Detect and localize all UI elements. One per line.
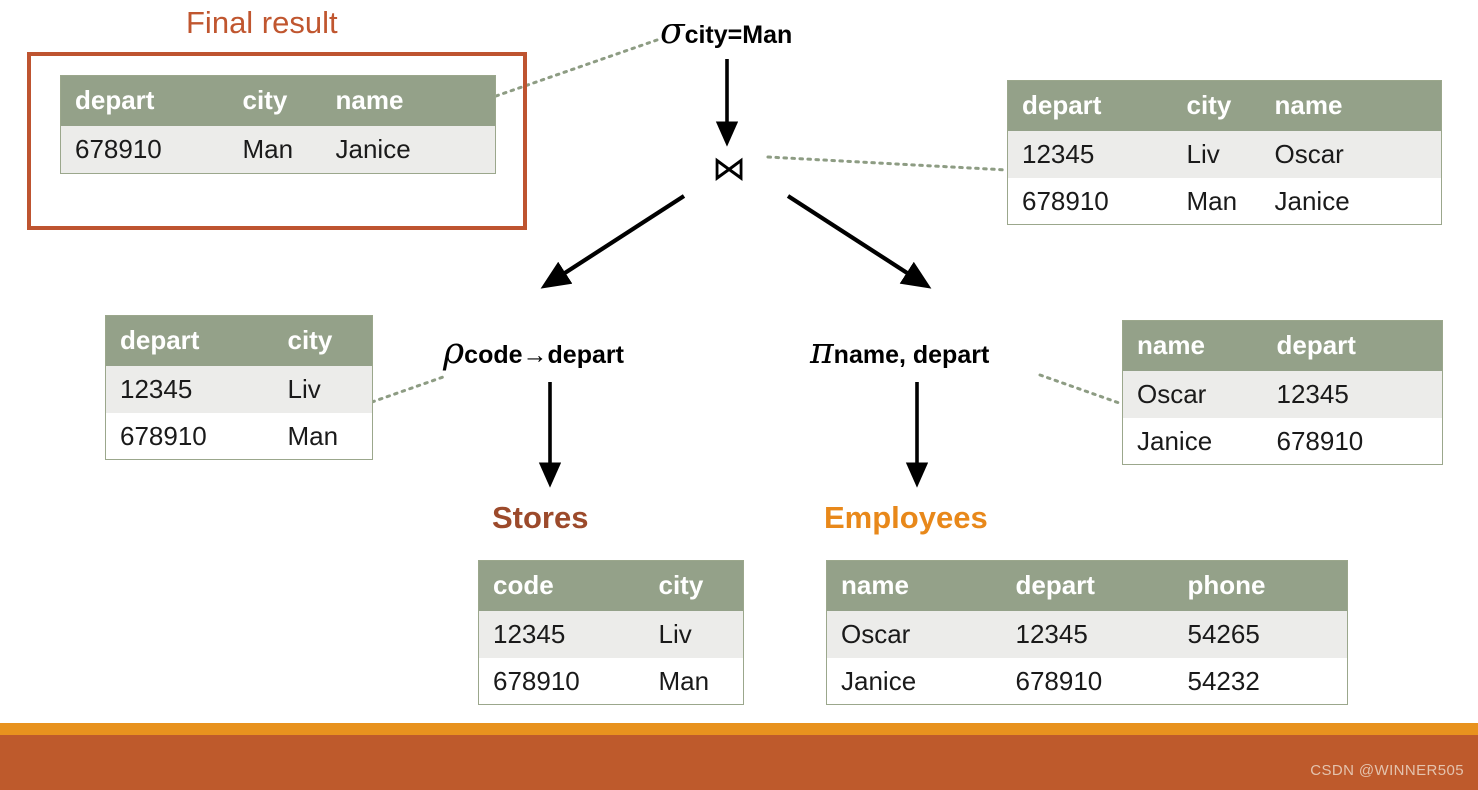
table-row: Janice 678910 54232 <box>826 657 1348 705</box>
cell-city: Man <box>273 412 373 460</box>
table-row: 678910 Man <box>105 412 373 460</box>
cell-name: Oscar <box>1122 370 1263 418</box>
cell-city: Man <box>644 657 744 705</box>
cell-city: Man <box>1172 177 1261 225</box>
operator-project: πname, depart <box>810 334 989 370</box>
table-row: 678910 Man Janice <box>60 125 496 174</box>
column-header-code: code <box>478 560 645 611</box>
cell-city: Liv <box>644 610 744 658</box>
column-header-depart: depart <box>1001 560 1174 611</box>
table-header-row: name depart <box>1122 320 1443 371</box>
table-header-row: depart city <box>105 315 373 366</box>
operator-rename-subscript: code→depart <box>464 341 624 369</box>
employees-title: Employees <box>824 500 988 535</box>
table-stores: code city 12345 Liv 678910 Man <box>478 560 744 706</box>
cell-name: Janice <box>321 125 496 174</box>
cell-city: Liv <box>1172 130 1261 178</box>
cell-name: Janice <box>1260 177 1442 225</box>
operator-select-subscript: city=Man <box>684 21 793 49</box>
cell-depart: 12345 <box>1007 130 1173 178</box>
cell-name: Janice <box>826 657 1002 705</box>
table-row: Janice 678910 <box>1122 417 1443 465</box>
cell-depart: 12345 <box>105 365 274 413</box>
operator-rename: ρcode→depart <box>443 334 624 370</box>
cell-city: Liv <box>273 365 373 413</box>
column-header-depart: depart <box>105 315 274 366</box>
column-header-name: name <box>1260 80 1442 131</box>
leader-project-to-projected-table <box>1038 373 1124 406</box>
stores-title: Stores <box>492 500 589 535</box>
cell-depart: 678910 <box>1262 417 1443 465</box>
table-row: 678910 Man <box>478 657 744 705</box>
table-row: Oscar 12345 54265 <box>826 610 1348 658</box>
table-projected-employees: name depart Oscar 12345 Janice 678910 <box>1122 320 1443 466</box>
table-row: 678910 Man Janice <box>1007 177 1442 225</box>
operator-join: ⋈ <box>712 152 746 186</box>
footer-orange-stripe <box>0 723 1478 735</box>
table-renamed-stores: depart city 12345 Liv 678910 Man <box>105 315 373 461</box>
operator-select: σcity=Man <box>660 14 792 50</box>
final-result-title: Final result <box>186 5 338 40</box>
cell-code: 12345 <box>478 610 645 658</box>
table-joined-result: depart city name 12345 Liv Oscar 678910 … <box>1007 80 1442 226</box>
column-header-city: city <box>1172 80 1261 131</box>
bowtie-icon: ⋈ <box>712 149 746 189</box>
table-header-row: name depart phone <box>826 560 1348 611</box>
leader-join-to-joined-table <box>766 155 1009 172</box>
cell-depart: 12345 <box>1001 610 1174 658</box>
column-header-phone: phone <box>1173 560 1348 611</box>
arrow-join-to-rename <box>540 194 686 289</box>
column-header-city: city <box>644 560 744 611</box>
cell-code: 678910 <box>478 657 645 705</box>
cell-depart: 678910 <box>1001 657 1174 705</box>
sigma-icon: σ <box>660 11 685 52</box>
pi-icon: π <box>810 331 834 372</box>
cell-depart: 678910 <box>60 125 229 174</box>
cell-depart: 678910 <box>1007 177 1173 225</box>
leader-rename-to-renamed-table <box>370 374 448 404</box>
watermark-text: CSDN @WINNER505 <box>1310 762 1464 779</box>
column-header-name: name <box>1122 320 1263 371</box>
final-result-highlight-box <box>27 52 527 230</box>
column-header-depart: depart <box>1007 80 1173 131</box>
cell-phone: 54265 <box>1173 610 1348 658</box>
table-row: Oscar 12345 <box>1122 370 1443 418</box>
column-header-depart: depart <box>60 75 229 126</box>
column-header-city: city <box>273 315 373 366</box>
table-header-row: depart city name <box>60 75 496 126</box>
table-row: 12345 Liv <box>105 365 373 413</box>
operator-project-subscript: name, depart <box>833 341 990 369</box>
cell-phone: 54232 <box>1173 657 1348 705</box>
table-header-row: code city <box>478 560 744 611</box>
cell-name: Oscar <box>826 610 1002 658</box>
table-employees: name depart phone Oscar 12345 54265 Jani… <box>826 560 1348 706</box>
cell-name: Janice <box>1122 417 1263 465</box>
cell-depart: 678910 <box>105 412 274 460</box>
cell-name: Oscar <box>1260 130 1442 178</box>
column-header-depart: depart <box>1262 320 1443 371</box>
table-row: 12345 Liv Oscar <box>1007 130 1442 178</box>
table-header-row: depart city name <box>1007 80 1442 131</box>
cell-depart: 12345 <box>1262 370 1443 418</box>
cell-city: Man <box>228 125 322 174</box>
table-final-result: depart city name 678910 Man Janice <box>60 75 496 174</box>
table-row: 12345 Liv <box>478 610 744 658</box>
column-header-city: city <box>228 75 322 126</box>
footer-brown-band <box>0 735 1478 790</box>
column-header-name: name <box>321 75 496 126</box>
column-header-name: name <box>826 560 1002 611</box>
rho-icon: ρ <box>443 331 465 372</box>
arrow-join-to-project <box>786 194 932 289</box>
